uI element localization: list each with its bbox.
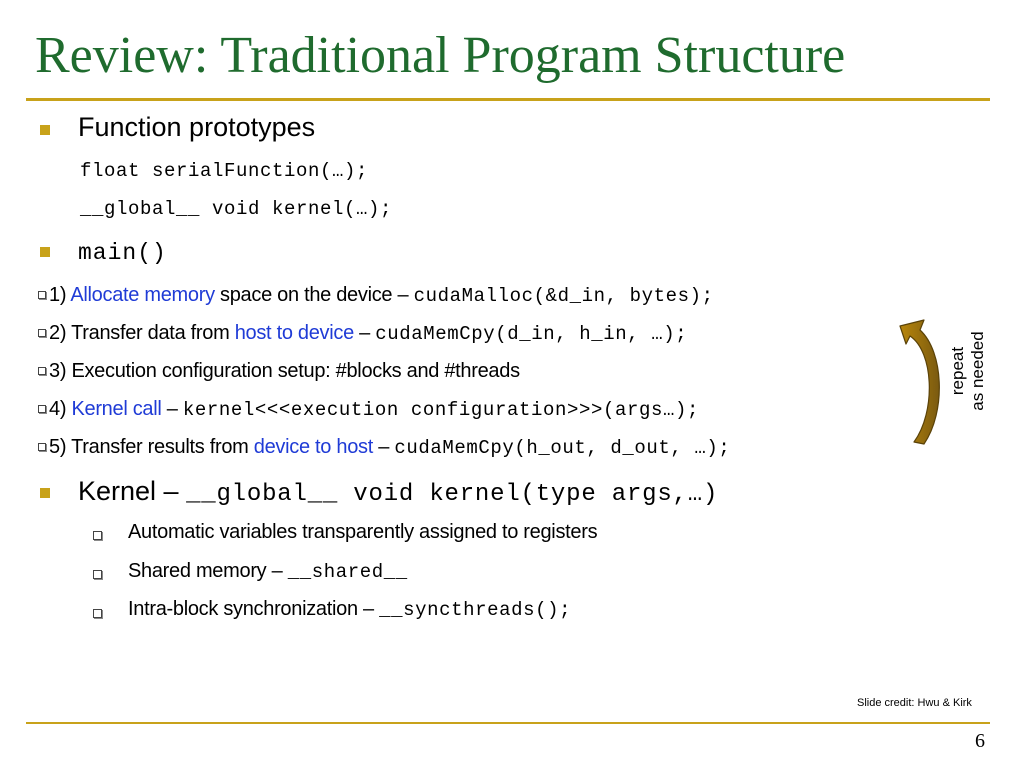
- step-2: 2) Transfer data from host to device – c…: [38, 322, 687, 345]
- page-number: 6: [975, 730, 985, 752]
- checkbox-square-icon: [38, 405, 46, 413]
- checkbox-square-icon: [93, 570, 102, 579]
- bullet-kernel: Kernel – __global__ void kernel(type arg…: [78, 476, 719, 508]
- checkbox-square-icon: [38, 443, 46, 451]
- step-1: 1) Allocate memory space on the device –…: [38, 284, 714, 307]
- checkbox-square-icon: [93, 531, 102, 540]
- bullet-main: main(): [78, 240, 167, 266]
- bullet-function-prototypes: Function prototypes: [78, 112, 316, 142]
- as-needed-label: as needed: [968, 331, 987, 411]
- title-divider: [26, 98, 990, 101]
- bullet-square-icon: [40, 488, 50, 498]
- step-5: 5) Transfer results from device to host …: [38, 436, 730, 459]
- checkbox-square-icon: [38, 367, 46, 375]
- checkbox-square-icon: [38, 291, 46, 299]
- step-4: 4) Kernel call – kernel<<<execution conf…: [38, 398, 699, 421]
- checkbox-square-icon: [93, 609, 102, 618]
- code-global-kernel: __global__ void kernel(…);: [80, 198, 393, 220]
- sub-intra-block-sync: Intra-block synchronization – __syncthre…: [128, 598, 572, 621]
- step-3: 3) Execution configuration setup: #block…: [38, 360, 520, 383]
- repeat-label: repeat: [948, 346, 967, 396]
- sub-automatic-variables: Automatic variables transparently assign…: [128, 521, 598, 543]
- bullet-square-icon: [40, 125, 50, 135]
- slide-credit: Slide credit: Hwu & Kirk: [857, 697, 972, 709]
- repeat-annotation: repeat as needed: [948, 318, 994, 424]
- checkbox-square-icon: [38, 329, 46, 337]
- curved-arrow-icon: [899, 319, 940, 445]
- bullet-square-icon: [40, 247, 50, 257]
- slide-title: Review: Traditional Program Structure: [35, 27, 846, 84]
- code-serial-function: float serialFunction(…);: [80, 160, 369, 182]
- footer-divider: [26, 722, 990, 724]
- sub-shared-memory: Shared memory – __shared__: [128, 560, 408, 583]
